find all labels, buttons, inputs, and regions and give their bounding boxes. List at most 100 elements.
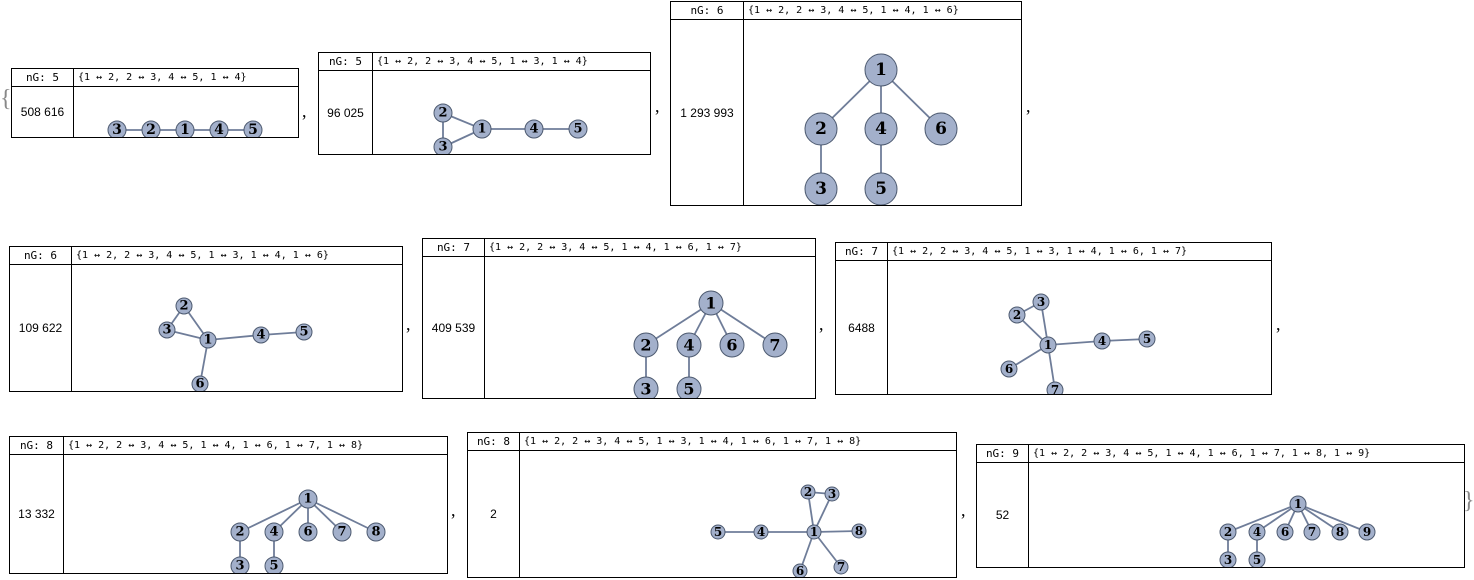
node-label: 2 xyxy=(1013,308,1021,322)
node-label: 4 xyxy=(1253,525,1261,539)
list-separator: , xyxy=(451,500,456,520)
graph-cell: nG: 7{1 ↔ 2, 2 ↔ 3, 4 ↔ 5, 1 ↔ 4, 1 ↔ 6,… xyxy=(422,238,816,399)
graph-node: 5 xyxy=(710,524,726,540)
graph-node: 5 xyxy=(295,323,313,341)
graph-node: 2 xyxy=(800,484,816,500)
count-value: 1 293 993 xyxy=(671,20,744,205)
graph-node: 6 xyxy=(792,563,808,577)
graph-node: 2 xyxy=(1008,306,1026,324)
graph-cell: nG: 5{1 ↔ 2, 2 ↔ 3, 4 ↔ 5, 1 ↔ 3, 1 ↔ 4}… xyxy=(318,52,651,155)
count-value: 2 xyxy=(468,451,520,577)
node-label: 1 xyxy=(477,122,486,137)
node-label: 2 xyxy=(815,119,827,139)
node-label: 5 xyxy=(714,525,722,539)
graph-node: 4 xyxy=(864,112,898,146)
node-label: 8 xyxy=(371,525,380,540)
node-label: 3 xyxy=(1037,295,1045,309)
graph-node: 4 xyxy=(676,332,702,358)
node-label: 6 xyxy=(1005,362,1013,376)
node-label: 3 xyxy=(1224,553,1232,567)
graph-node: 2 xyxy=(804,112,838,146)
node-label: 3 xyxy=(162,323,171,338)
ng-label: nG: 7 xyxy=(423,239,485,257)
graph-node: 1 xyxy=(1289,495,1307,513)
node-label: 1 xyxy=(875,60,887,80)
graph-node: 3 xyxy=(633,376,659,398)
graph-node: 4 xyxy=(264,522,284,542)
graph-node: 5 xyxy=(1248,551,1266,567)
graph-cell: nG: 5{1 ↔ 2, 2 ↔ 3, 4 ↔ 5, 1 ↔ 4}508 616… xyxy=(11,68,299,138)
graph-node: 4 xyxy=(524,119,544,139)
graph-node: 5 xyxy=(676,376,702,399)
node-label: 2 xyxy=(804,485,812,499)
graph-node: 8 xyxy=(366,522,386,542)
graph-edge xyxy=(239,498,309,533)
graph-node: 1 xyxy=(175,120,195,137)
node-label: 1 xyxy=(303,492,312,507)
list-separator: , xyxy=(1276,314,1281,334)
graph-cell: nG: 6{1 ↔ 2, 2 ↔ 3, 4 ↔ 5, 1 ↔ 3, 1 ↔ 4,… xyxy=(9,246,403,392)
node-label: 7 xyxy=(837,560,845,574)
graph-cell: nG: 7{1 ↔ 2, 2 ↔ 3, 4 ↔ 5, 1 ↔ 3, 1 ↔ 4,… xyxy=(835,242,1272,395)
node-label: 5 xyxy=(1143,332,1151,346)
node-label: 5 xyxy=(299,325,308,340)
graph-node: 9 xyxy=(1358,523,1376,541)
graph-node: 7 xyxy=(1303,523,1321,541)
node-label: 7 xyxy=(337,525,346,540)
graph-node: 3 xyxy=(433,137,453,154)
graph-node: 6 xyxy=(1000,360,1018,378)
ng-label: nG: 8 xyxy=(468,433,520,451)
node-label: 4 xyxy=(875,119,887,139)
node-label: 3 xyxy=(828,487,836,501)
node-label: 3 xyxy=(815,179,827,199)
graph-node: 1 xyxy=(806,524,822,540)
graph-node: 2 xyxy=(230,522,250,542)
graph-edge xyxy=(1297,503,1368,533)
graph-node: 6 xyxy=(1276,523,1294,541)
ng-label: nG: 6 xyxy=(10,247,72,265)
node-label: 1 xyxy=(1294,497,1302,511)
edge-list-text: {1 ↔ 2, 2 ↔ 3, 4 ↔ 5, 1 ↔ 3, 1 ↔ 4, 1 ↔ … xyxy=(888,243,1271,261)
node-label: 2 xyxy=(438,106,447,121)
node-label: 2 xyxy=(640,336,651,355)
node-label: 4 xyxy=(757,525,765,539)
graph-node: 5 xyxy=(568,119,588,139)
graph-node: 4 xyxy=(1248,523,1266,541)
graph-node: 6 xyxy=(719,332,745,358)
ng-label: nG: 5 xyxy=(319,53,373,71)
graph-node: 6 xyxy=(924,112,958,146)
node-label: 1 xyxy=(810,525,818,539)
graph-node: 4 xyxy=(252,326,270,344)
list-separator: , xyxy=(1026,96,1031,116)
list-separator: , xyxy=(655,96,660,116)
node-label: 5 xyxy=(248,122,258,137)
node-label: 2 xyxy=(179,299,188,314)
graph-node: 7 xyxy=(762,332,788,358)
graph-node: 7 xyxy=(833,559,849,575)
node-label: 5 xyxy=(683,380,694,399)
node-label: 4 xyxy=(1098,334,1106,348)
node-label: 4 xyxy=(683,336,694,355)
graph-node: 4 xyxy=(209,120,229,137)
node-label: 3 xyxy=(112,122,122,137)
graph-node: 2 xyxy=(433,103,453,123)
graph-node: 2 xyxy=(175,297,193,315)
graph-cell: nG: 8{1 ↔ 2, 2 ↔ 3, 4 ↔ 5, 1 ↔ 3, 1 ↔ 4,… xyxy=(467,432,957,578)
node-label: 2 xyxy=(146,122,156,137)
graph-edge xyxy=(1047,340,1103,346)
list-separator: , xyxy=(406,314,411,334)
edge-list-text: {1 ↔ 2, 2 ↔ 3, 4 ↔ 5, 1 ↔ 4, 1 ↔ 6} xyxy=(744,2,1021,20)
node-label: 9 xyxy=(1363,525,1371,539)
graph-node: 5 xyxy=(1138,330,1156,348)
graph-node: 7 xyxy=(332,522,352,542)
node-label: 2 xyxy=(235,525,244,540)
count-value: 109 622 xyxy=(10,265,72,391)
list-separator: , xyxy=(961,500,966,520)
graph-node: 3 xyxy=(804,172,838,205)
count-value: 13 332 xyxy=(10,455,64,573)
node-label: 7 xyxy=(769,336,780,355)
node-label: 5 xyxy=(573,122,582,137)
graph-edge xyxy=(1227,503,1299,533)
